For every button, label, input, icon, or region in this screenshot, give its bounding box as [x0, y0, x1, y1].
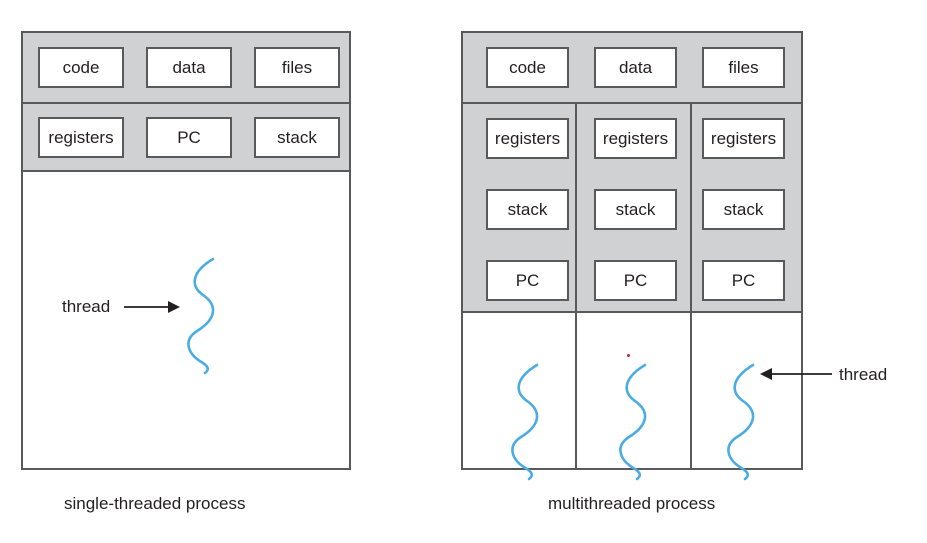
- thread-1-pc: PC: [486, 260, 569, 301]
- thread-3-squiggle-icon: [727, 363, 755, 481]
- multithread-arrow-icon: [760, 368, 832, 380]
- band-divider: [23, 102, 349, 104]
- thread-column-divider-1: [575, 104, 577, 468]
- single-thread-arrow-icon: [124, 301, 180, 313]
- thread-state-band: registers PC stack: [23, 104, 349, 170]
- multithread-label: thread: [839, 365, 888, 384]
- thread-2-pc: PC: [594, 260, 677, 301]
- thread-3-pc: PC: [702, 260, 785, 301]
- thread-squiggle-icon: [187, 257, 215, 375]
- single-threaded-caption: single-threaded process: [64, 494, 246, 513]
- cell-code: code: [38, 47, 124, 88]
- cell-files: files: [254, 47, 340, 88]
- cell-data: data: [146, 47, 232, 88]
- single-thread-label: thread: [62, 297, 111, 316]
- shared-resources-band: code data files: [463, 33, 801, 102]
- thread-1-stack: stack: [486, 189, 569, 230]
- thread-3-registers: registers: [702, 118, 785, 159]
- cell-files: files: [702, 47, 785, 88]
- thread-columns-band: registers stack PC registers stack PC re…: [463, 104, 801, 311]
- band-divider-lower: [23, 170, 349, 172]
- thread-2-registers: registers: [594, 118, 677, 159]
- thread-3-stack: stack: [702, 189, 785, 230]
- thread-2-stack: stack: [594, 189, 677, 230]
- thread-1-squiggle-icon: [511, 363, 539, 481]
- cell-code: code: [486, 47, 569, 88]
- cell-registers: registers: [38, 117, 124, 158]
- stray-red-dot: [627, 354, 630, 357]
- band-divider-lower: [463, 311, 801, 313]
- multithreaded-caption: multithreaded process: [548, 494, 716, 513]
- cell-pc: PC: [146, 117, 232, 158]
- cell-stack: stack: [254, 117, 340, 158]
- band-divider: [463, 102, 801, 104]
- single-threaded-process-diagram: code data files registers PC stack: [21, 31, 351, 470]
- thread-2-squiggle-icon: [619, 363, 647, 481]
- thread-column-divider-2: [690, 104, 692, 468]
- cell-data: data: [594, 47, 677, 88]
- shared-resources-band: code data files: [23, 33, 349, 102]
- thread-1-registers: registers: [486, 118, 569, 159]
- multithreaded-process-diagram: code data files registers stack PC regis…: [461, 31, 803, 481]
